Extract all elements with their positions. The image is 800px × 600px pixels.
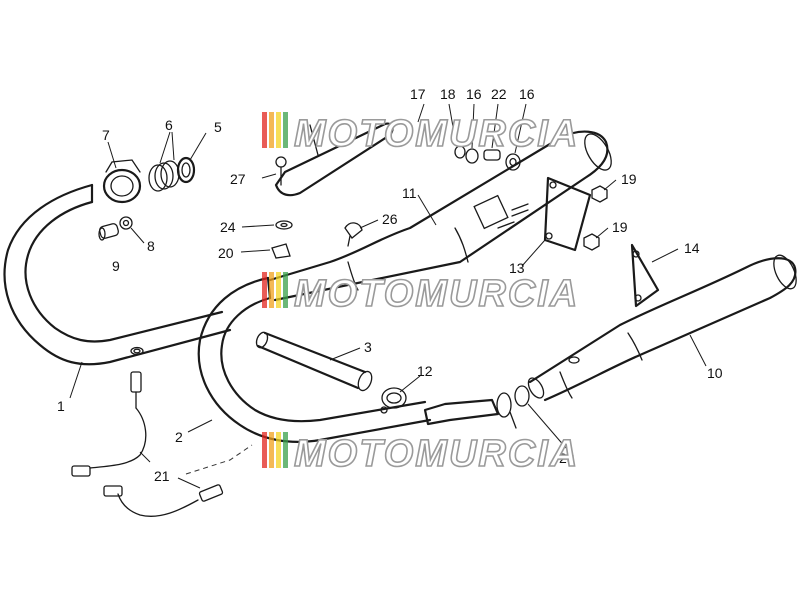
- svg-text:MOTOMURCIA: MOTOMURCIA: [294, 113, 579, 155]
- label-18: 18: [440, 86, 456, 102]
- part-7-flange[interactable]: [102, 159, 142, 204]
- part-22-bushing[interactable]: [483, 149, 501, 161]
- part-13-hanger-plate[interactable]: [473, 176, 592, 252]
- label-12: 12: [417, 363, 433, 379]
- label-8: 8: [147, 238, 155, 254]
- part-6-rings[interactable]: [148, 160, 180, 192]
- part-16-washer-a[interactable]: [465, 148, 479, 164]
- label-23: 23: [559, 450, 575, 466]
- part-8-nut[interactable]: [119, 216, 133, 230]
- label-2: 2: [175, 429, 183, 445]
- part-5-gasket-ring[interactable]: [176, 156, 196, 184]
- label-11: 11: [402, 185, 417, 201]
- label-9: 9: [112, 258, 120, 274]
- label-7: 7: [102, 127, 110, 143]
- part-21-lambda-sensor-right[interactable]: [103, 444, 253, 517]
- label-27: 27: [230, 171, 246, 187]
- part-21-lambda-sensor-left[interactable]: [71, 371, 147, 477]
- label-21: 21: [154, 468, 170, 484]
- label-5: 5: [214, 119, 222, 135]
- part-labels: 1 2 3 5 6 7 8 9 10 11 12 13 14 16 16 17 …: [57, 86, 723, 484]
- part-27-bolt[interactable]: [275, 156, 287, 186]
- label-22: 22: [491, 86, 507, 102]
- heat-shield-strap[interactable]: [274, 122, 394, 197]
- svg-text:MOTOMURCIA: MOTOMURCIA: [294, 273, 579, 315]
- part-19-nut-a[interactable]: [591, 185, 608, 203]
- label-26: 26: [382, 211, 398, 227]
- label-16-b: 16: [519, 86, 535, 102]
- label-14: 14: [684, 240, 700, 256]
- label-20: 20: [218, 245, 234, 261]
- watermark-top: MOTOMURCIA: [262, 112, 579, 156]
- part-24-washer[interactable]: [275, 220, 293, 230]
- label-1: 1: [57, 398, 65, 414]
- part-1-header-pipe-left[interactable]: [3, 183, 232, 366]
- label-16-a: 16: [466, 86, 482, 102]
- watermark-bottom: MOTOMURCIA: [262, 432, 579, 476]
- part-9-spacer[interactable]: [98, 223, 119, 241]
- part-26-bracket[interactable]: [344, 222, 363, 247]
- label-19-a: 19: [621, 171, 637, 187]
- part-3-link-pipe[interactable]: [254, 331, 374, 393]
- leader-lines: [69, 103, 707, 489]
- label-17: 17: [410, 86, 426, 102]
- watermark-middle: MOTOMURCIA: [262, 272, 579, 316]
- svg-text:MOTOMURCIA: MOTOMURCIA: [294, 433, 579, 475]
- part-20-clip[interactable]: [271, 243, 291, 259]
- label-10: 10: [707, 365, 723, 381]
- part-23-gasket[interactable]: [496, 385, 530, 429]
- part-10-muffler-right[interactable]: [525, 252, 800, 402]
- part-19-nut-b[interactable]: [583, 233, 600, 251]
- part-18-spacer[interactable]: [454, 145, 466, 159]
- part-14-hanger-plate[interactable]: [630, 243, 660, 308]
- part-16-washer-b[interactable]: [505, 153, 521, 171]
- part-11-muffler-left[interactable]: [268, 130, 617, 302]
- label-19-b: 19: [612, 219, 628, 235]
- label-24: 24: [220, 219, 236, 235]
- label-6: 6: [165, 117, 173, 133]
- label-13: 13: [509, 260, 525, 276]
- part-12-clamp[interactable]: [380, 387, 500, 426]
- label-3: 3: [364, 339, 372, 355]
